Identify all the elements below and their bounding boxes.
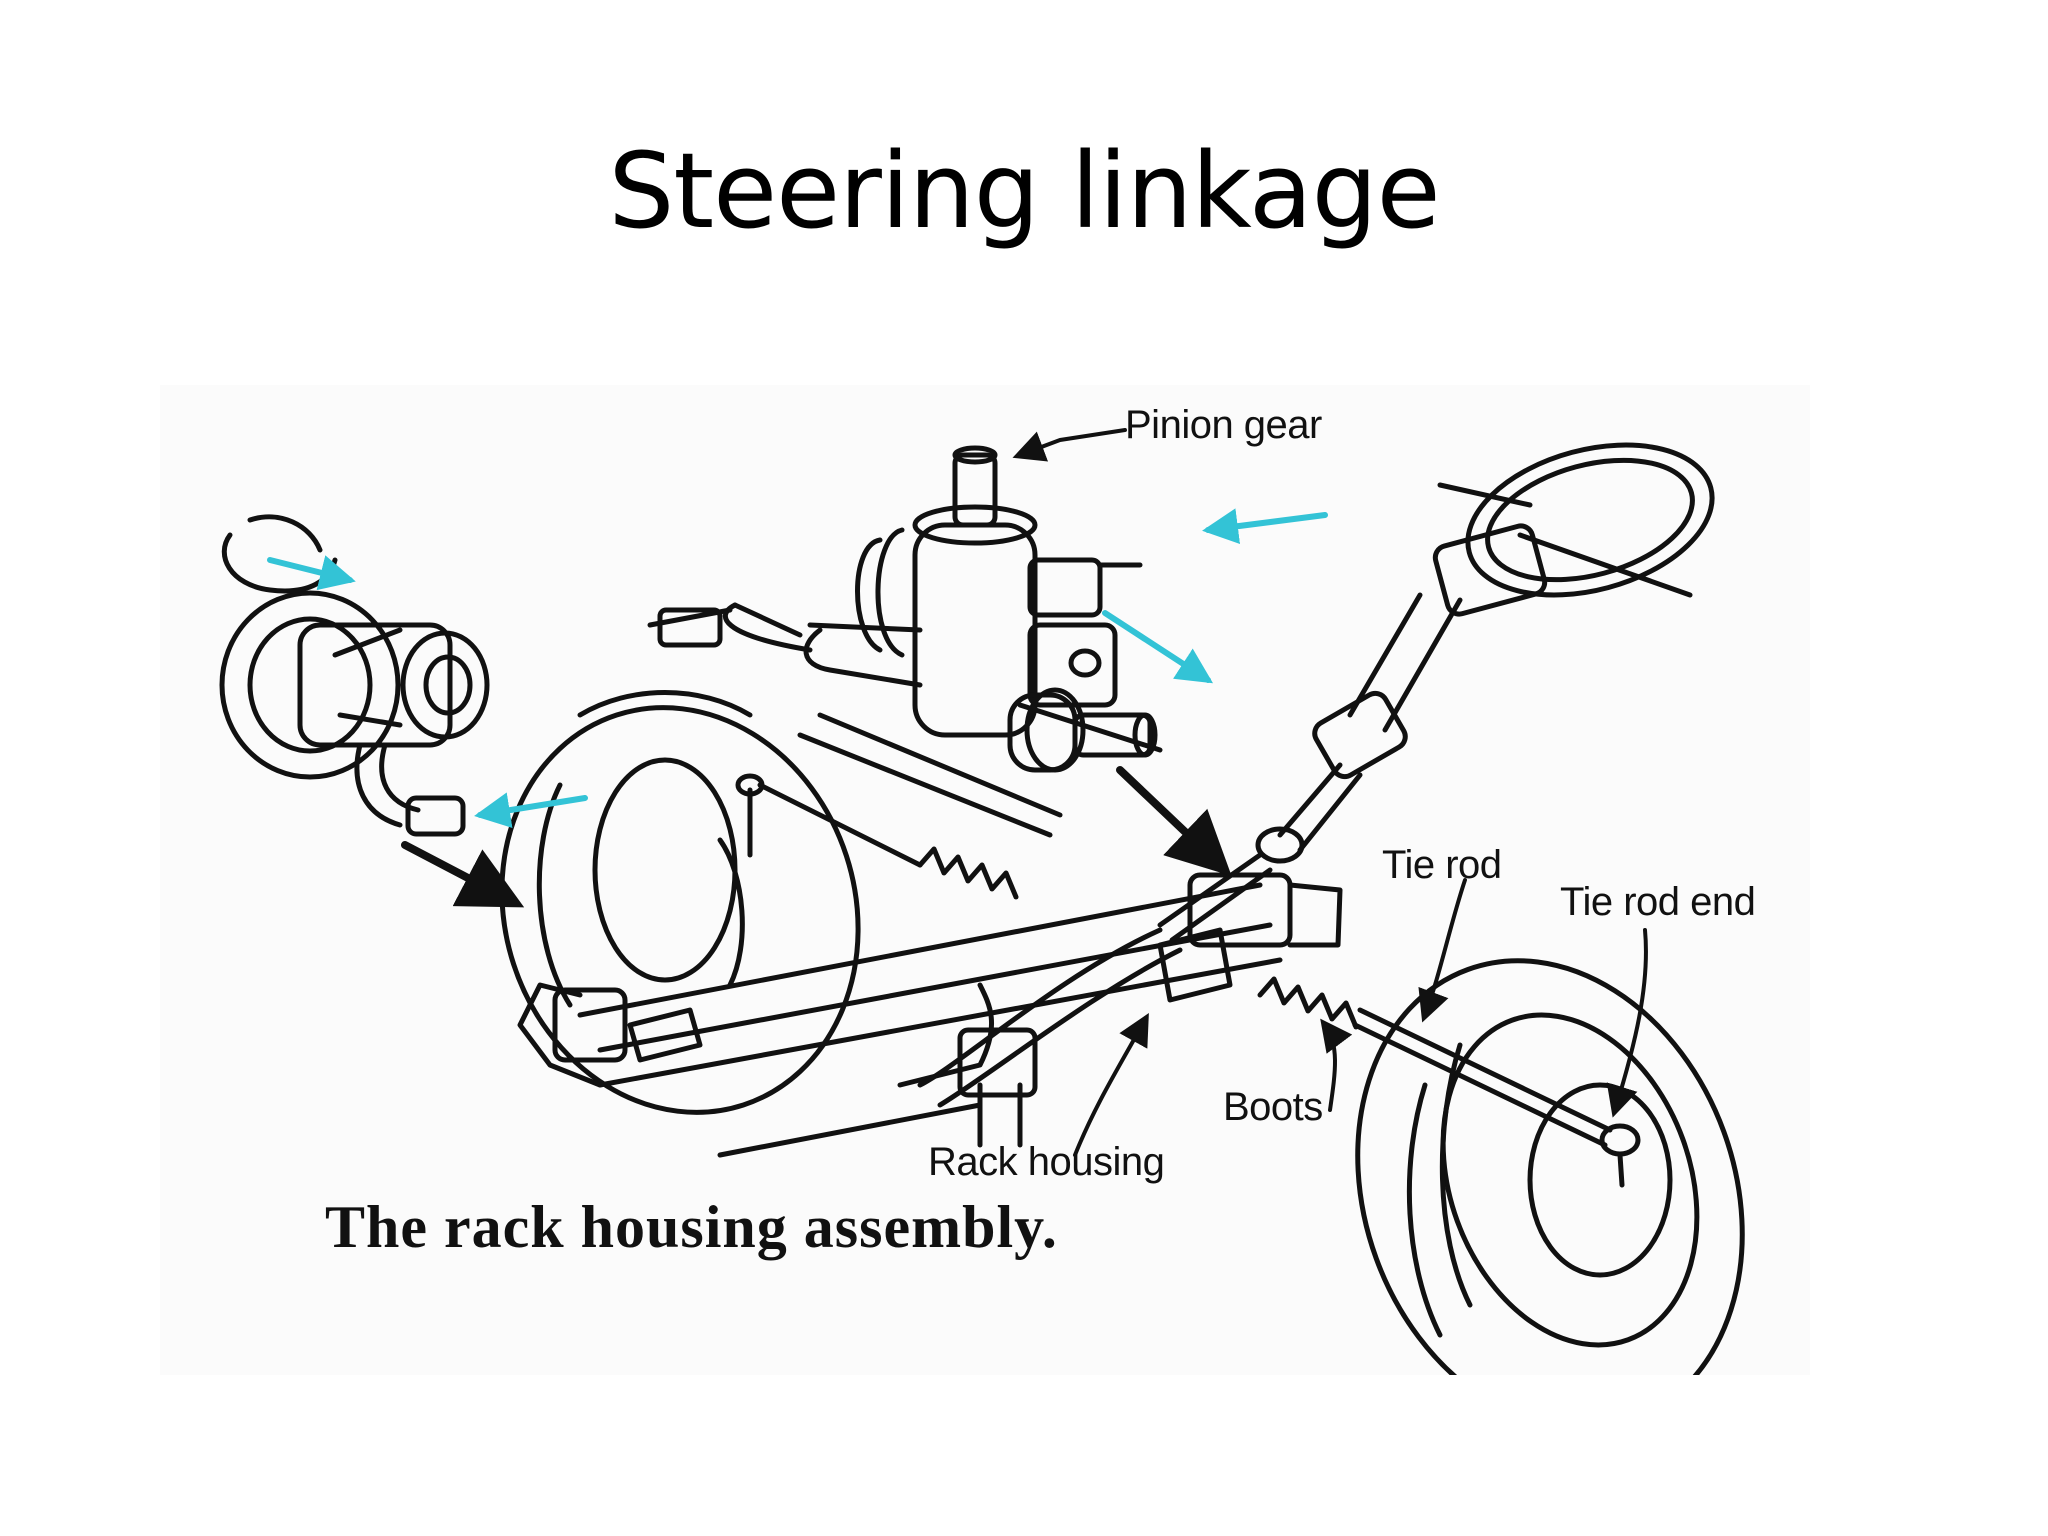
- pointer-arrows: [401, 766, 1232, 908]
- figure-caption: The rack housing assembly.: [325, 1194, 1058, 1260]
- steering-diagram: Pinion gear Tie rod Tie rod end Boots Ra…: [160, 385, 1810, 1375]
- right-front-wheel: [1355, 958, 1745, 1375]
- right-tie-rod: [1257, 976, 1641, 1188]
- valve-body: [1157, 872, 1343, 1003]
- label-rack-housing: Rack housing: [928, 1140, 1165, 1184]
- flow-arrows: [267, 508, 1328, 828]
- power-steering-pump: [219, 514, 490, 837]
- left-front-wheel: [499, 690, 861, 1115]
- label-pinion-gear: Pinion gear: [1125, 403, 1322, 447]
- label-leaders: [1012, 428, 1648, 1157]
- diagram-drawing: [219, 428, 1745, 1375]
- left-tie-rod: [757, 782, 1019, 900]
- rack-housing: [517, 882, 1283, 1158]
- pinion-gear-assembly: [647, 445, 1163, 838]
- slide-title: Steering linkage: [608, 130, 1440, 252]
- label-tie-rod-end: Tie rod end: [1560, 880, 1756, 924]
- steering-column: [1157, 442, 1715, 943]
- label-boots: Boots: [1223, 1085, 1323, 1129]
- label-tie-rod: Tie rod: [1382, 843, 1502, 887]
